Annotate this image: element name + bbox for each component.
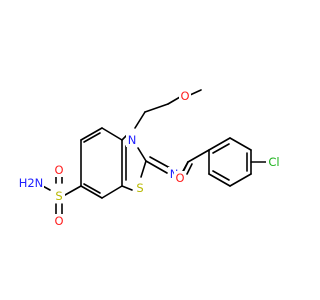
bond-ar-6-double [212,143,230,154]
bond-ar-6 [208,137,231,151]
bond-ar-2 [208,173,231,187]
atom-o-carbonyl: O [175,171,184,185]
molecule-drawing: N O S N O Cl S O O H2N [18,89,280,228]
bond-chain-1 [134,111,146,129]
atom-o-sulfonyl-bottom: O [54,214,63,228]
bond-c4-c5-double [83,132,101,143]
bond-c-o-double [186,163,193,175]
bond-ar-5 [229,137,252,151]
bond-c6-c7 [80,185,103,199]
atom-s-sulfonyl: S [55,189,62,203]
atom-nh2: H2N [19,176,44,190]
bond-ar-2-double [212,170,230,181]
bond-c2-n-imine [145,160,168,174]
bond-c6-c7-double [83,183,101,194]
bond-c6-sulfonyl [64,185,82,196]
bond-c3a-c4 [101,127,123,141]
bond-ar-3 [229,173,252,187]
atom-o-sulfonyl-top: O [54,163,63,177]
atom-s-ring: S [136,181,143,195]
atom-o-ether: O [180,89,189,103]
bond-c-ring [187,149,210,163]
bond-n-c2 [137,147,147,162]
atom-n-ring: N [128,133,137,147]
bond-c7-c7a [101,185,123,199]
bond-c2-n-imine-double [149,156,171,169]
bond-c-o [182,161,189,173]
atom-cl: Cl [268,155,279,169]
structure-diagram: N O S N O Cl S O O H2N [18,89,280,228]
bond-c2-s [140,160,147,178]
bond-chain-4 [189,89,202,96]
bond-s-c7a [121,185,133,191]
bond-chain-2 [144,103,169,113]
bond-chain-3 [167,96,181,105]
bond-c4-c5 [80,127,103,141]
